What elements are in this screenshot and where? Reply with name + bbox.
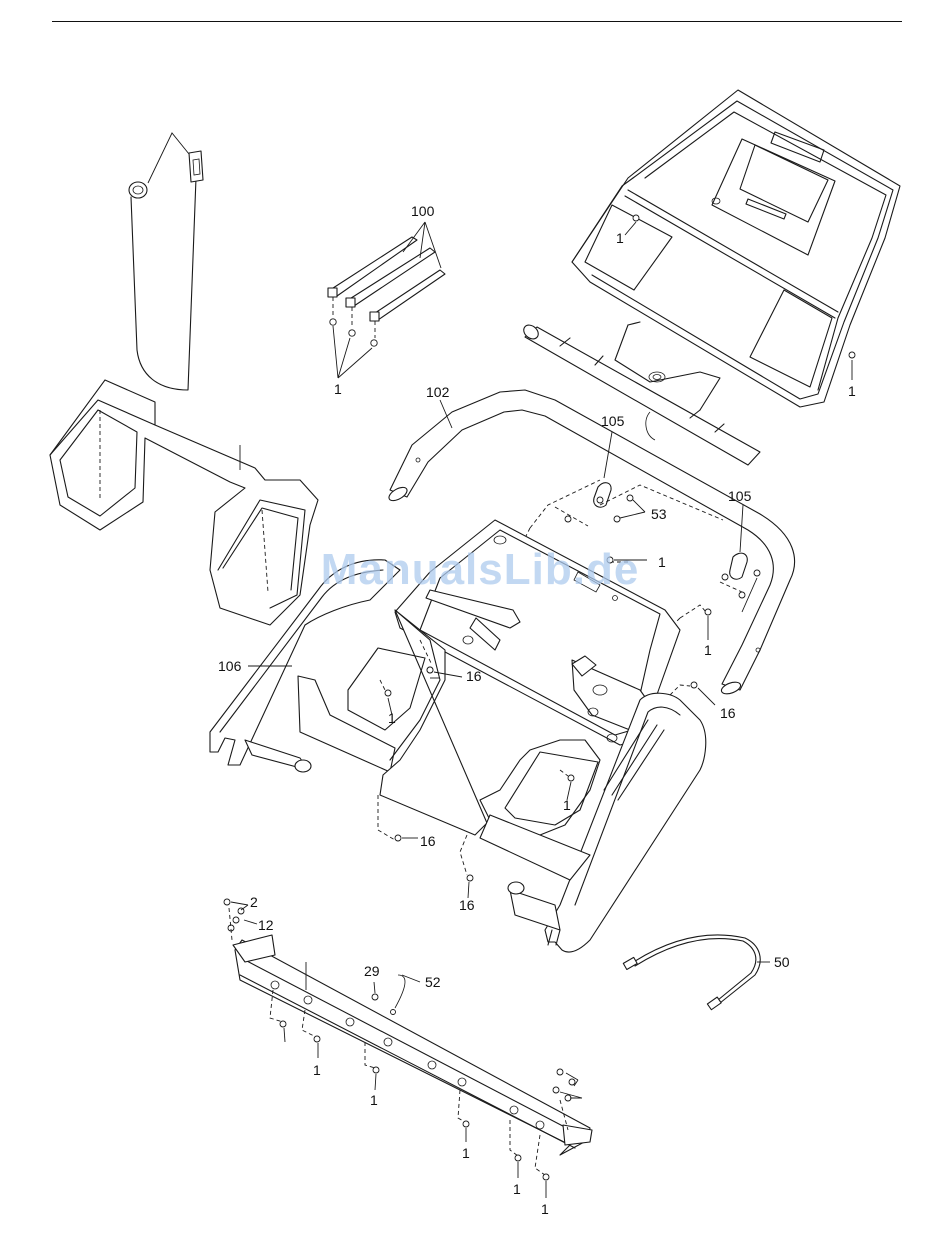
callout-12: 12 — [258, 917, 274, 933]
callout-16: 16 — [720, 705, 736, 721]
part-50-cable — [623, 935, 770, 1010]
watermark: ManualsLib.de — [290, 545, 670, 595]
console-assembly — [521, 90, 900, 465]
callout-1: 1 — [616, 230, 624, 246]
callout-1: 1 — [370, 1092, 378, 1108]
callout-1: 1 — [563, 797, 571, 813]
callout-1: 1 — [848, 383, 856, 399]
water-bottle-assembly — [129, 133, 203, 390]
callout-16: 16 — [466, 668, 482, 684]
callout-102: 102 — [426, 384, 450, 400]
callout-53: 53 — [651, 506, 667, 522]
callout-16: 16 — [420, 833, 436, 849]
bottom-crossmember — [224, 899, 592, 1198]
callout-29: 29 — [364, 963, 380, 979]
callout-1: 1 — [513, 1181, 521, 1197]
callout-106: 106 — [218, 658, 242, 674]
callout-1: 1 — [462, 1145, 470, 1161]
callout-50: 50 — [774, 954, 790, 970]
accessory-tray — [50, 380, 318, 625]
part-100-brackets — [328, 222, 445, 378]
callout-1: 1 — [313, 1062, 321, 1078]
callout-1: 1 — [388, 710, 396, 726]
callout-1: 1 — [541, 1201, 549, 1217]
callout-105: 105 — [728, 488, 752, 504]
callout-100: 100 — [411, 203, 435, 219]
callout-2: 2 — [250, 894, 258, 910]
callout-16: 16 — [459, 897, 475, 913]
callout-1: 1 — [704, 642, 712, 658]
callout-105: 105 — [601, 413, 625, 429]
callout-1: 1 — [334, 381, 342, 397]
callout-52: 52 — [425, 974, 441, 990]
